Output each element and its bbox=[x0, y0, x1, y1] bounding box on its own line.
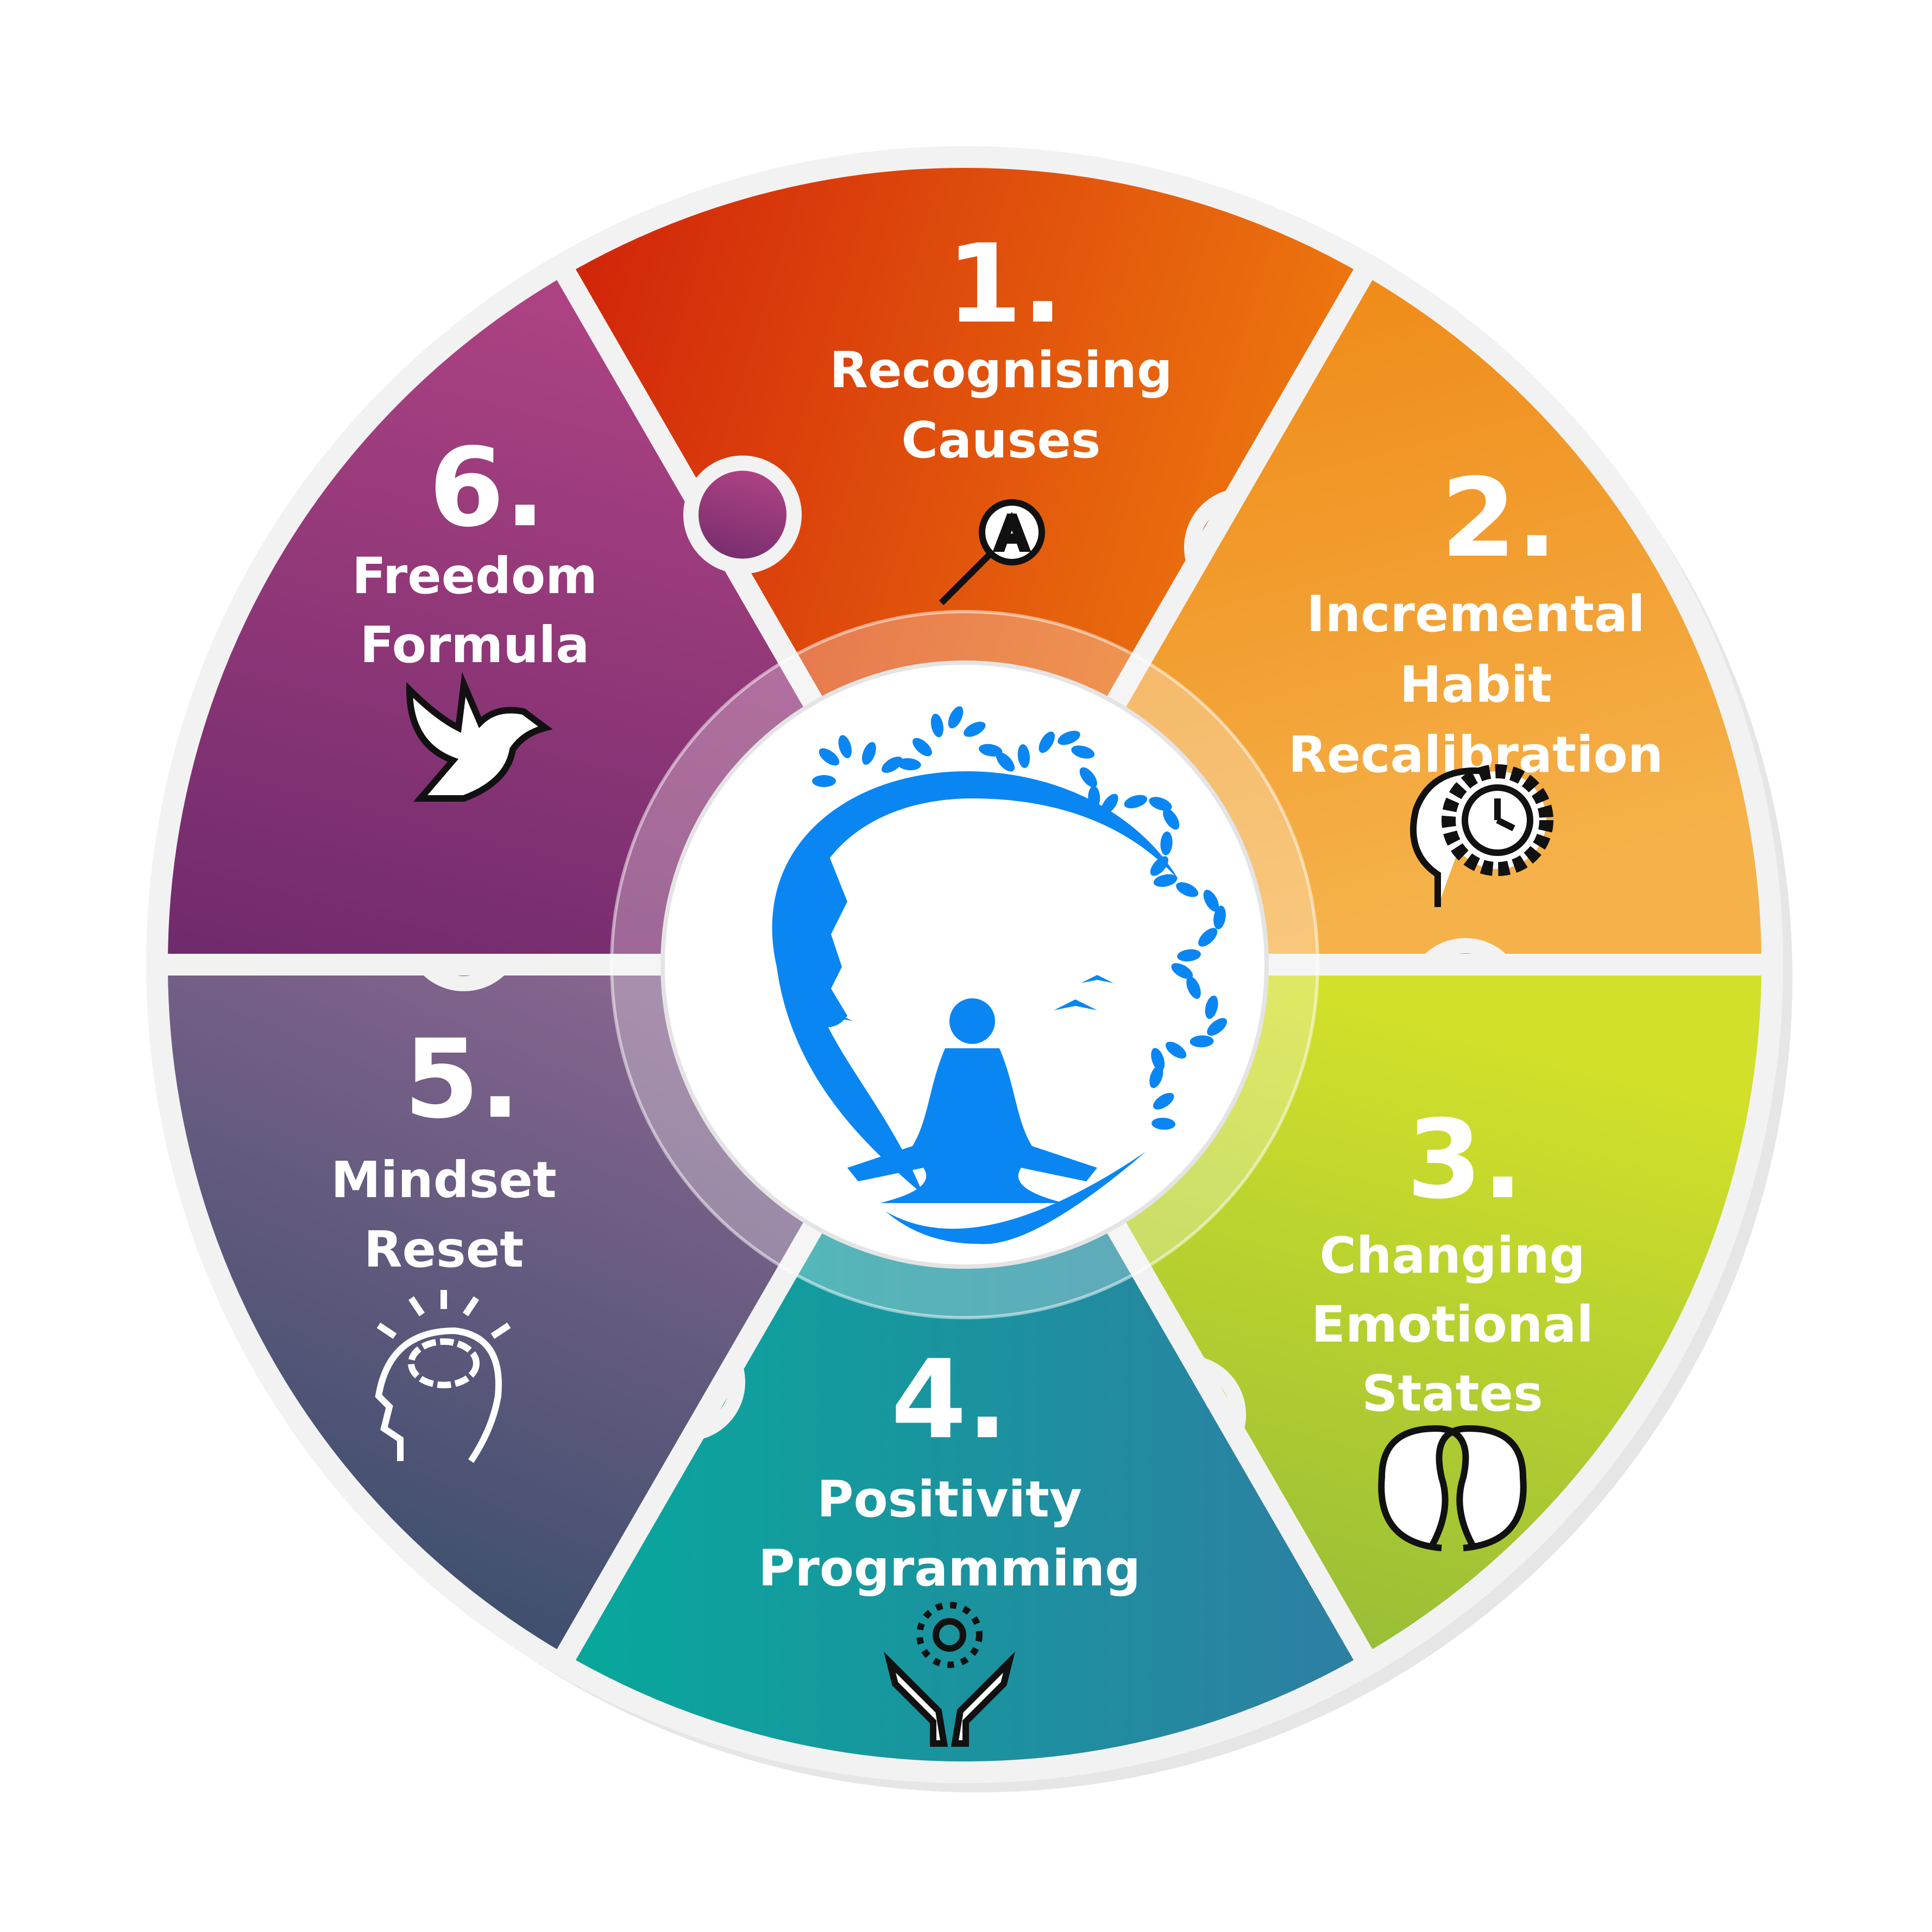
leaf-mark bbox=[1205, 995, 1218, 1019]
step-title-line: Recognising bbox=[829, 341, 1173, 399]
leaf-mark bbox=[930, 713, 944, 738]
step-title-line: Changing bbox=[1319, 1226, 1585, 1285]
leaf-mark bbox=[964, 721, 986, 737]
leaf-mark bbox=[812, 775, 836, 788]
step-number: 5. bbox=[404, 1016, 520, 1143]
leaf-mark bbox=[1203, 890, 1219, 912]
center-disc bbox=[660, 660, 1269, 1269]
leaf-mark bbox=[1198, 928, 1218, 947]
leaf-mark bbox=[1151, 1117, 1175, 1130]
leaf-mark bbox=[1149, 797, 1172, 811]
leaf-mark bbox=[1160, 831, 1173, 855]
step-title-line: Freedom bbox=[352, 547, 597, 605]
leaf-mark bbox=[1101, 794, 1118, 815]
leaf-mark bbox=[1039, 731, 1055, 753]
leaf-mark bbox=[897, 758, 921, 771]
step-title-line: Mindset bbox=[331, 1151, 557, 1209]
leaf-mark bbox=[1088, 785, 1100, 810]
step-title-line: Emotional bbox=[1311, 1295, 1594, 1354]
step-title-line: Reset bbox=[364, 1220, 524, 1279]
leaf-mark bbox=[1151, 1048, 1165, 1071]
leaf-mark bbox=[1058, 731, 1080, 745]
leaf-mark bbox=[1177, 949, 1201, 962]
step-title-line: States bbox=[1362, 1364, 1543, 1423]
leaf-mark bbox=[1190, 1035, 1214, 1048]
hands-light-icon bbox=[883, 1602, 1016, 1747]
head-clock-icon bbox=[1410, 764, 1553, 907]
step-number: 3. bbox=[1406, 1097, 1523, 1223]
leaf-mark bbox=[1207, 1018, 1228, 1036]
svg-text:A: A bbox=[997, 508, 1027, 559]
leaf-mark bbox=[912, 738, 932, 757]
leaf-mark bbox=[996, 752, 1015, 772]
leaf-mark bbox=[1176, 882, 1199, 897]
step-title-line: Programming bbox=[758, 1539, 1141, 1597]
leaf-mark bbox=[838, 735, 852, 759]
leaf-mark bbox=[1163, 808, 1180, 830]
magnifier-icon: A bbox=[939, 499, 1045, 606]
leaf-mark bbox=[819, 748, 840, 766]
leaf-mark bbox=[1213, 905, 1226, 929]
leaf-mark bbox=[1153, 1093, 1174, 1110]
puzzle-knob bbox=[683, 455, 802, 574]
meditation-tree-icon bbox=[772, 706, 1228, 1244]
sector-step-1 bbox=[546, 146, 1383, 987]
step-title-line: Incremental bbox=[1306, 585, 1645, 643]
head-brain-icon bbox=[375, 1290, 511, 1463]
leaf-mark bbox=[1150, 856, 1169, 876]
step-title-line: Habit bbox=[1400, 656, 1552, 714]
sector-step-4 bbox=[546, 942, 1383, 1783]
step-title-line: Formula bbox=[360, 616, 590, 674]
two-faces-icon bbox=[1378, 1425, 1527, 1551]
leaf-mark bbox=[1153, 874, 1178, 887]
step-number: 2. bbox=[1440, 455, 1557, 582]
leaf-mark bbox=[1171, 963, 1193, 979]
leaf-mark bbox=[1079, 767, 1097, 788]
leaf-mark bbox=[861, 742, 876, 765]
leaf-mark bbox=[978, 744, 1003, 757]
dove-icon bbox=[406, 672, 553, 802]
step-title-line: Positivity bbox=[817, 1470, 1082, 1528]
leaf-mark bbox=[1071, 745, 1095, 759]
step-number: 4. bbox=[891, 1337, 1008, 1463]
step-number: 6. bbox=[429, 425, 545, 551]
leaf-mark bbox=[948, 706, 964, 729]
leaf-mark bbox=[1149, 1065, 1163, 1088]
leaf-mark bbox=[1165, 1041, 1187, 1059]
step-title-line: Causes bbox=[901, 411, 1100, 469]
step-number: 1. bbox=[946, 221, 1063, 348]
leaf-mark bbox=[1124, 795, 1148, 809]
leaf-mark bbox=[881, 757, 903, 773]
leaf-mark bbox=[1186, 976, 1201, 999]
leaf-mark bbox=[1017, 744, 1030, 768]
